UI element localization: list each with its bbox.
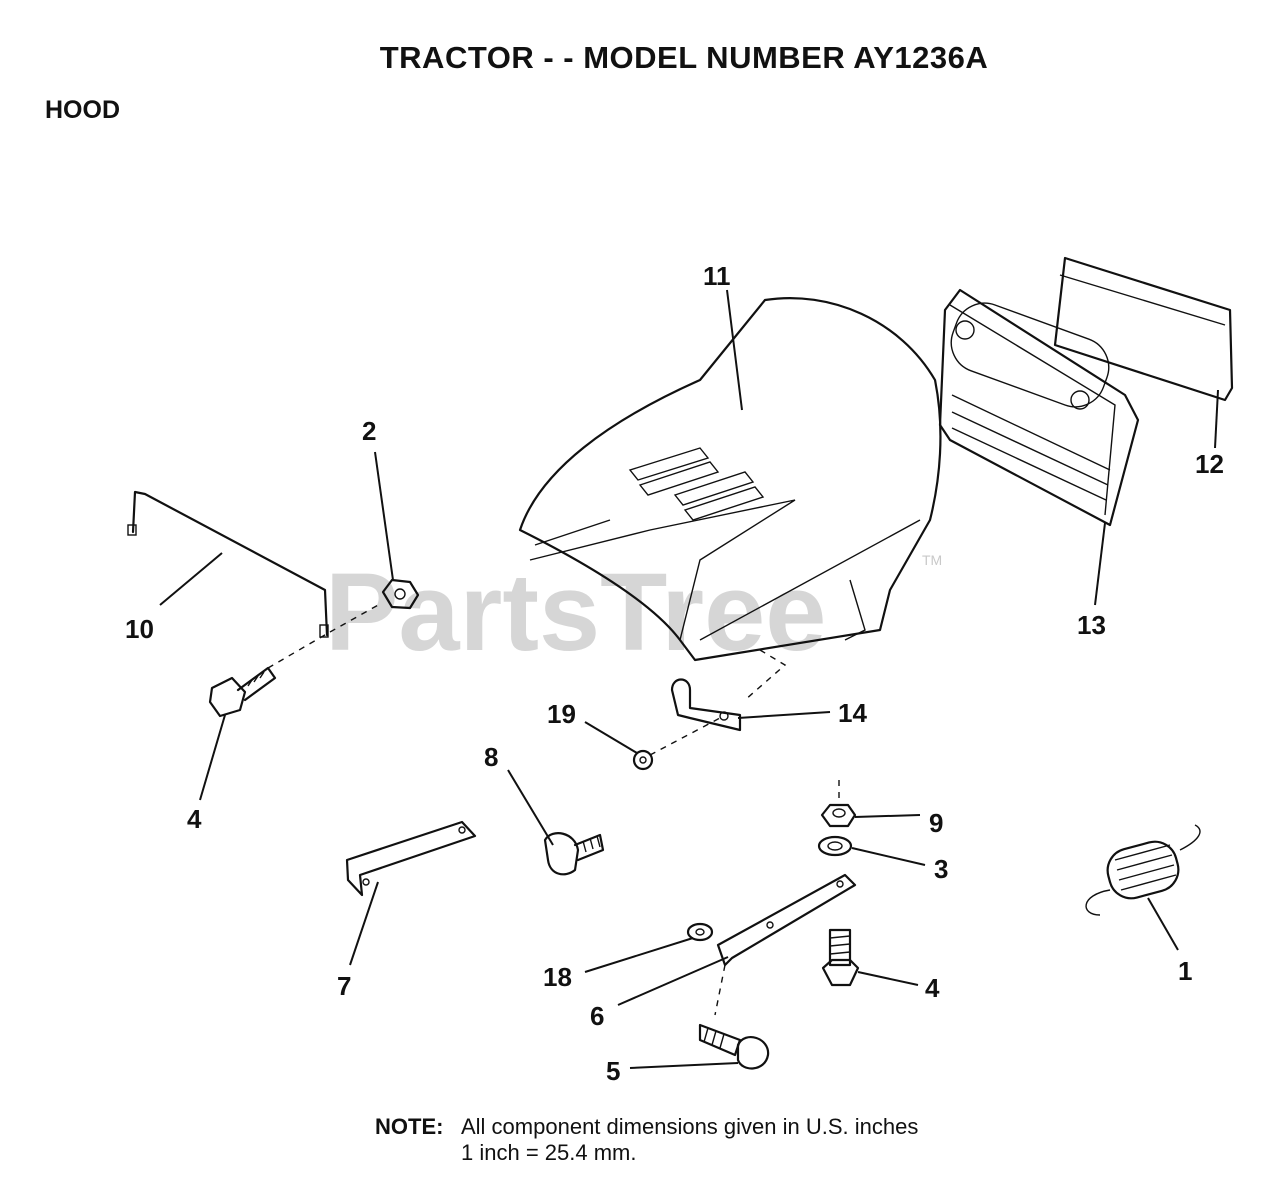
note-label: NOTE: — [375, 1114, 444, 1139]
callout-4-right: 4 — [925, 973, 940, 1003]
callout-18: 18 — [543, 962, 572, 992]
callout-2: 2 — [362, 416, 376, 446]
callout-11: 11 — [703, 261, 731, 291]
part-grille — [938, 288, 1140, 527]
callout-3: 3 — [934, 854, 948, 884]
callout-13: 13 — [1077, 610, 1106, 640]
note-line-2: 1 inch = 25.4 mm. — [461, 1140, 637, 1165]
callout-7: 7 — [337, 971, 351, 1001]
part-hood — [518, 297, 942, 662]
leader-7 — [349, 881, 379, 966]
part-washer-3 — [817, 835, 853, 857]
leader-14 — [737, 711, 831, 719]
leader-8 — [507, 769, 554, 846]
leader-19 — [584, 721, 638, 754]
callout-5: 5 — [606, 1056, 620, 1086]
part-bolt-4-left — [208, 666, 277, 718]
leader-11 — [726, 289, 743, 411]
watermark-trademark: TM — [922, 552, 942, 568]
callout-14: 14 — [838, 698, 867, 728]
section-heading: HOOD — [45, 96, 120, 124]
part-trim-panel — [1053, 256, 1234, 402]
part-bolt-4-right — [821, 928, 860, 987]
part-shoulder-bolt — [698, 1023, 770, 1070]
callout-1: 1 — [1178, 956, 1192, 986]
part-star-washer — [632, 749, 654, 771]
leader-9 — [854, 814, 921, 818]
callout-9: 9 — [929, 808, 943, 838]
leader-4-right — [857, 971, 919, 986]
part-spring — [1085, 824, 1201, 916]
callout-12: 12 — [1195, 449, 1224, 479]
part-strap-6 — [716, 873, 857, 967]
watermark-text: PartsTree — [325, 551, 826, 674]
leader-13 — [1094, 522, 1106, 606]
leader-4-left — [199, 714, 226, 801]
part-nut-9 — [820, 803, 857, 828]
leader-10 — [159, 552, 223, 606]
leader-1 — [1147, 897, 1179, 951]
alignment-line-bolt-5 — [714, 964, 726, 1016]
callout-8: 8 — [484, 742, 498, 772]
alignment-line-washer — [649, 717, 721, 756]
leader-3 — [851, 847, 926, 866]
callout-6: 6 — [590, 1001, 604, 1031]
leader-18 — [584, 937, 694, 973]
dimension-note: NOTE: All component dimensions given in U… — [375, 1114, 918, 1166]
part-flange-bolt — [543, 832, 605, 876]
callout-19: 19 — [547, 699, 576, 729]
alignment-line-clip — [744, 649, 787, 701]
part-bracket-7 — [345, 820, 477, 897]
alignment-line-bolt — [267, 631, 331, 669]
callout-10: 10 — [125, 614, 154, 644]
part-washer-18 — [686, 922, 714, 942]
note-line-1: All component dimensions given in U.S. i… — [461, 1114, 919, 1139]
leader-5 — [629, 1062, 739, 1069]
leader-2 — [374, 451, 394, 581]
alignment-line-rod — [329, 603, 381, 633]
part-support-rod — [127, 490, 329, 638]
part-clip-bracket — [670, 678, 742, 732]
page-title: TRACTOR - - MODEL NUMBER AY1236A — [379, 40, 989, 75]
leader-12 — [1214, 389, 1219, 449]
callout-4-left: 4 — [187, 804, 202, 834]
leader-6 — [617, 956, 729, 1006]
